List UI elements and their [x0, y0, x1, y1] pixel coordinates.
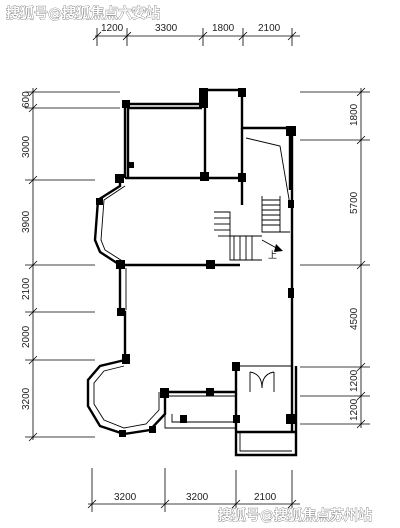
staircase: 上: [214, 137, 291, 261]
dim-bottom-3: 2100: [254, 492, 277, 503]
dim-top-2: 3300: [155, 23, 178, 34]
watermark-bottom: 搜狐号@搜狐焦点苏州站: [218, 507, 372, 524]
stair-up-label: 上: [268, 250, 277, 261]
dim-top-4: 2100: [258, 23, 281, 34]
dim-right-4: 1200: [349, 369, 360, 392]
dim-left-3: 3900: [21, 210, 32, 233]
dim-left-2: 3000: [21, 135, 32, 158]
dim-right-1: 1800: [349, 103, 360, 126]
right-dimension-chain: 1800 5700 4500 1200 1200: [300, 87, 370, 429]
dim-left-5: 2000: [21, 325, 32, 348]
dim-right-3: 4500: [349, 307, 360, 330]
dim-left-4: 2100: [21, 277, 32, 300]
dim-left-6: 3200: [21, 387, 32, 410]
dim-bottom-2: 3200: [186, 492, 209, 503]
dim-right-2: 5700: [349, 191, 360, 214]
entry-door: [249, 371, 275, 392]
exterior-walls: [86, 88, 298, 457]
left-dimension-chain: 600 3000 3900 2100 2000 3200: [21, 87, 120, 442]
top-dimension-chain: 1200 3300 1800 2100: [92, 23, 300, 46]
watermark-top: 搜狐号@搜狐焦点六安站: [6, 5, 160, 22]
dim-bottom-1: 3200: [114, 492, 137, 503]
dim-right-5: 1200: [349, 398, 360, 421]
dim-top-1: 1200: [101, 23, 124, 34]
structural-columns: [96, 88, 296, 437]
dim-left-1: 600: [21, 91, 32, 108]
dim-top-3: 1800: [212, 23, 235, 34]
bottom-dimension-chain: 3200 3200 2100: [87, 468, 300, 512]
